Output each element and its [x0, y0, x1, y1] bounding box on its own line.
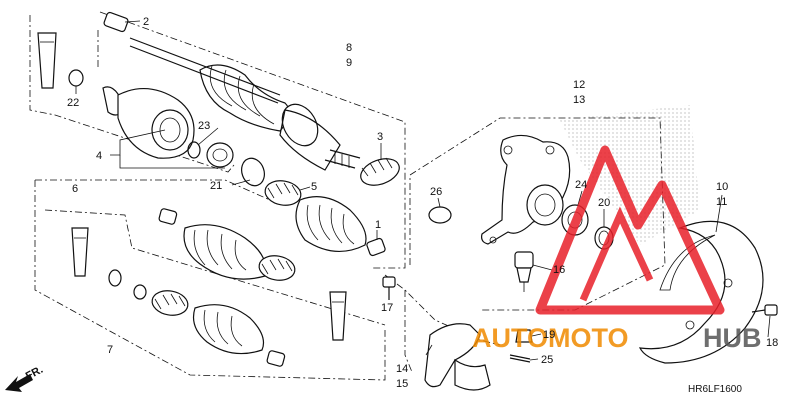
callout-9: 9: [346, 57, 352, 69]
group-outline-upper-axle: [29, 11, 406, 269]
dust-shield: [638, 220, 764, 364]
snap-ring-23: [187, 141, 201, 159]
callout-23: 23: [198, 120, 210, 132]
callout-4: 4: [96, 150, 102, 162]
watermark-text-a: AUTOMOTO: [472, 323, 629, 353]
front-direction-arrow: FR.: [5, 364, 45, 392]
callout-22: 22: [67, 97, 79, 109]
upper-driveshaft: [103, 11, 361, 171]
callout-20: 20: [598, 197, 610, 209]
ball-joint-16: [514, 251, 534, 292]
callout-3: 3: [377, 131, 383, 143]
group-outline-bracket: [384, 274, 501, 373]
callout-12: 12: [573, 79, 585, 91]
callouts: 2 8 9 23 4 21 3 5 1 22 6 7 12 13 26 24 2…: [67, 16, 778, 390]
outer-boot: [295, 196, 367, 253]
callout-7: 7: [107, 344, 113, 356]
leader-lines: [75, 20, 771, 361]
callout-26: 26: [430, 186, 442, 198]
callout-1: 1: [375, 219, 381, 231]
callout-24: 24: [575, 179, 587, 191]
cotter-pin-25: [509, 354, 531, 363]
clip-21: [241, 157, 265, 187]
direction-label: FR.: [24, 364, 45, 383]
callout-13: 13: [573, 94, 585, 106]
callout-15: 15: [396, 378, 408, 390]
callout-11: 11: [716, 196, 727, 208]
callout-25: 25: [541, 354, 553, 366]
steering-knuckle: [481, 134, 571, 245]
watermark: AUTOMOTO HUB: [472, 145, 762, 353]
callout-21: 21: [210, 180, 222, 192]
boot-clamp-1: [366, 237, 386, 257]
callout-5: 5: [311, 181, 317, 193]
bolt-17: [382, 276, 396, 300]
bracket: [424, 323, 491, 391]
inner-cv-joint: [102, 86, 195, 159]
bearing-cage: [206, 142, 234, 168]
callout-2: 2: [143, 16, 149, 28]
knuckle-shading: [560, 105, 700, 245]
callout-14: 14: [396, 363, 408, 375]
callout-19: 19: [543, 329, 555, 341]
callout-6: 6: [72, 183, 78, 195]
callout-18: 18: [766, 337, 778, 349]
watermark-text-b: HUB: [703, 323, 762, 353]
bolt-18: [751, 304, 778, 316]
diagram-code: HR6LF1600: [688, 384, 742, 395]
callout-16: 16: [553, 264, 565, 276]
group-outline-lower-axle: [34, 179, 386, 381]
boot-clamp-5: [264, 180, 302, 206]
callout-10: 10: [716, 181, 728, 193]
nut-19: [515, 329, 533, 343]
lower-driveshaft-kit: [71, 208, 347, 367]
watermark-triangle: [535, 145, 725, 315]
clip-26: [428, 206, 452, 224]
callout-17: 17: [381, 302, 393, 314]
boot-clamp-3: [360, 157, 400, 186]
grease-tube-upper: [37, 32, 84, 89]
callout-8: 8: [346, 42, 352, 54]
